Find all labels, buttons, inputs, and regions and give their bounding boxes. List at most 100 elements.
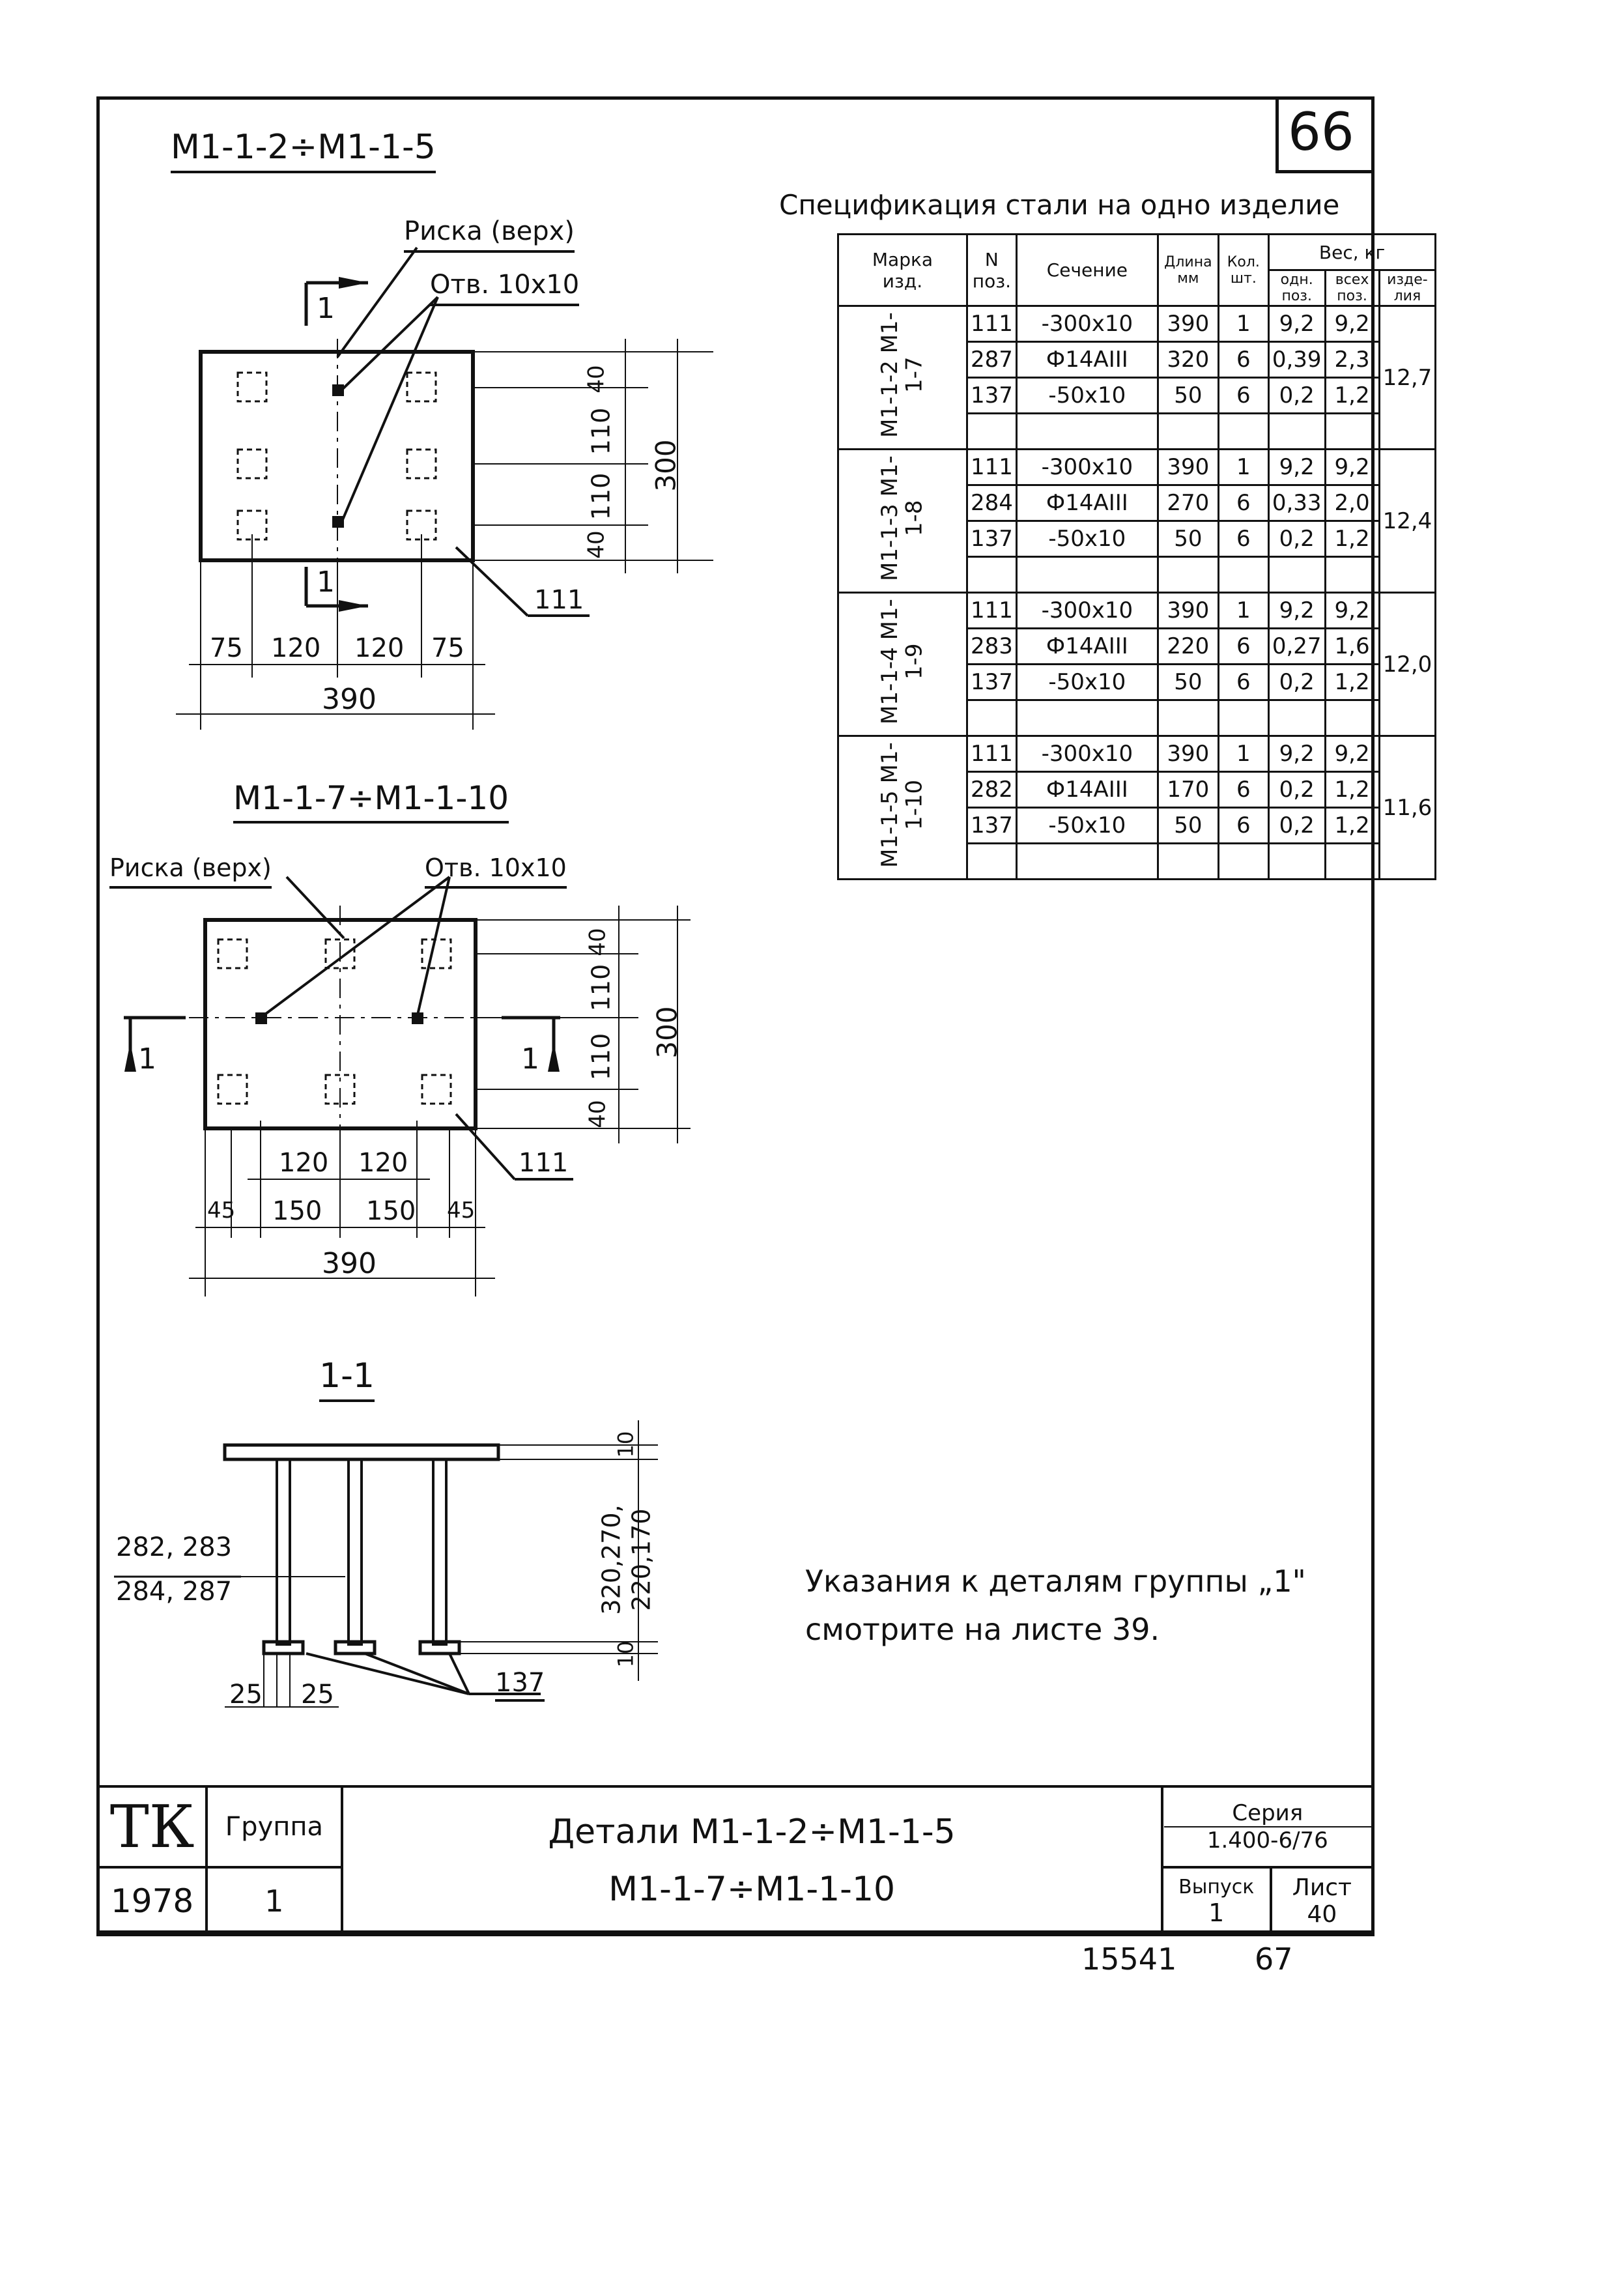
spec-header-weight: Вес, кг xyxy=(1267,233,1437,271)
view2-dim-v-0: 40 xyxy=(584,928,611,956)
spec-cell-section: -50х10 xyxy=(1015,520,1159,558)
spec-cell-qty: 6 xyxy=(1217,377,1270,414)
spec-cell-pos: 137 xyxy=(965,377,1018,414)
spec-cell-qty xyxy=(1217,699,1270,737)
spec-header-qty: Кол.шт. xyxy=(1217,233,1270,307)
spec-cell-all: 2,0 xyxy=(1324,484,1380,522)
tb-title: Детали М1-1-2÷М1-1-5 М1-1-7÷М1-1-10 xyxy=(340,1785,1163,1936)
spec-cell-all: 2,3 xyxy=(1324,341,1380,379)
spec-cell-length: 50 xyxy=(1156,377,1219,414)
spec-title: Спецификация стали на одно изделие xyxy=(779,189,1340,221)
spec-cell-length: 390 xyxy=(1156,592,1219,629)
spec-group-marks-text: М1-1-2 М1-1-7 xyxy=(877,311,928,438)
spec-cell-length: 390 xyxy=(1156,305,1219,343)
spec-group-marks: М1-1-5 М1-1-10 xyxy=(837,735,968,880)
spec-cell-all xyxy=(1324,699,1380,737)
spec-cell-qty: 6 xyxy=(1217,807,1270,844)
tb-org: ТК xyxy=(96,1785,208,1869)
spec-cell-qty xyxy=(1217,412,1270,450)
spec-cell-section: -50х10 xyxy=(1015,807,1159,844)
spec-cell-all: 1,2 xyxy=(1324,771,1380,809)
view2-dim-h-1: 150 xyxy=(272,1196,322,1226)
view1-drawing xyxy=(176,246,713,730)
view2-dim-top-0: 120 xyxy=(279,1148,329,1178)
spec-cell-length: 50 xyxy=(1156,520,1219,558)
section-dim-height-2: 220,170 xyxy=(627,1508,656,1611)
view1-title: М1-1-2÷М1-1-5 xyxy=(171,128,436,173)
view1-dim-v-2: 110 xyxy=(586,472,616,521)
spec-cell-pos: 284 xyxy=(965,484,1018,522)
spec-cell-one: 0,2 xyxy=(1267,520,1326,558)
tb-year: 1978 xyxy=(96,1866,208,1936)
view2-risk-label: Риска (верх) xyxy=(109,853,272,889)
tb-group-label: Группа xyxy=(205,1785,343,1869)
view2-section-mark-left: 1 xyxy=(138,1042,156,1076)
spec-cell-pos xyxy=(965,699,1018,737)
spec-cell-one: 0,2 xyxy=(1267,771,1326,809)
spec-cell-all: 1,2 xyxy=(1324,807,1380,844)
spec-cell-pos xyxy=(965,412,1018,450)
view1-part-ref: 111 xyxy=(534,585,584,615)
spec-cell-section: -300х10 xyxy=(1015,448,1159,486)
view2-section-mark-right: 1 xyxy=(521,1042,539,1076)
spec-group-total: 12,4 xyxy=(1378,448,1437,594)
title-block: ТК Группа Детали М1-1-2÷М1-1-5 М1-1-7÷М1… xyxy=(96,1785,1375,1936)
spec-cell-section: Ф14АIII xyxy=(1015,627,1159,665)
spec-cell-all: 9,2 xyxy=(1324,735,1380,773)
spec-group-marks: М1-1-2 М1-1-7 xyxy=(837,305,968,450)
spec-cell-pos: 137 xyxy=(965,807,1018,844)
spec-cell-section: -50х10 xyxy=(1015,663,1159,701)
spec-cell-one: 9,2 xyxy=(1267,735,1326,773)
spec-group-marks: М1-1-3 М1-1-8 xyxy=(837,448,968,594)
view2-title: М1-1-7÷М1-1-10 xyxy=(233,779,509,824)
section-dim-top: 10 xyxy=(613,1431,638,1458)
table-row xyxy=(838,699,1436,737)
spec-cell-qty: 6 xyxy=(1217,520,1270,558)
view1-section-mark-bottom: 1 xyxy=(317,566,335,599)
spec-header-w-item: изде- лия xyxy=(1378,269,1437,307)
spec-cell-section xyxy=(1015,842,1159,880)
spec-cell-all: 9,2 xyxy=(1324,448,1380,486)
spec-cell-qty xyxy=(1217,556,1270,594)
spec-cell-pos: 111 xyxy=(965,448,1018,486)
spec-group-marks-text: М1-1-4 М1-1-9 xyxy=(877,598,928,724)
spec-cell-pos: 111 xyxy=(965,735,1018,773)
spec-cell-pos: 283 xyxy=(965,627,1018,665)
section-plate-ref: 137 xyxy=(495,1668,545,1702)
view2-part-ref: 111 xyxy=(519,1148,569,1178)
spec-cell-all xyxy=(1324,412,1380,450)
spec-cell-all: 9,2 xyxy=(1324,592,1380,629)
spec-cell-all xyxy=(1324,842,1380,880)
section-dim-bottom-1: 25 xyxy=(301,1680,334,1710)
spec-cell-qty: 6 xyxy=(1217,771,1270,809)
spec-cell-qty: 1 xyxy=(1217,448,1270,486)
view2-dim-h-2: 150 xyxy=(366,1196,416,1226)
view1-dim-h-3: 75 xyxy=(431,633,464,663)
corner-number: 66 xyxy=(1288,102,1354,162)
spec-cell-section: Ф14АIII xyxy=(1015,341,1159,379)
tb-group-value: 1 xyxy=(205,1866,343,1936)
spec-group-marks: М1-1-4 М1-1-9 xyxy=(837,592,968,737)
spec-cell-all: 1,2 xyxy=(1324,377,1380,414)
spec-cell-pos xyxy=(965,556,1018,594)
section-dim-bottom-0: 25 xyxy=(229,1680,263,1710)
spec-cell-pos xyxy=(965,842,1018,880)
tb-title-line2: М1-1-7÷М1-1-10 xyxy=(608,1870,896,1909)
spec-cell-one: 0,2 xyxy=(1267,807,1326,844)
footer-page: 67 xyxy=(1255,1941,1293,1977)
view1-dim-total: 390 xyxy=(322,683,377,716)
view2-dim-top-1: 120 xyxy=(358,1148,408,1178)
view1-dim-v-total: 300 xyxy=(649,439,682,492)
spec-cell-pos: 137 xyxy=(965,520,1018,558)
note-line2: смотрите на листе 39. xyxy=(805,1612,1160,1647)
spec-cell-length xyxy=(1156,699,1219,737)
